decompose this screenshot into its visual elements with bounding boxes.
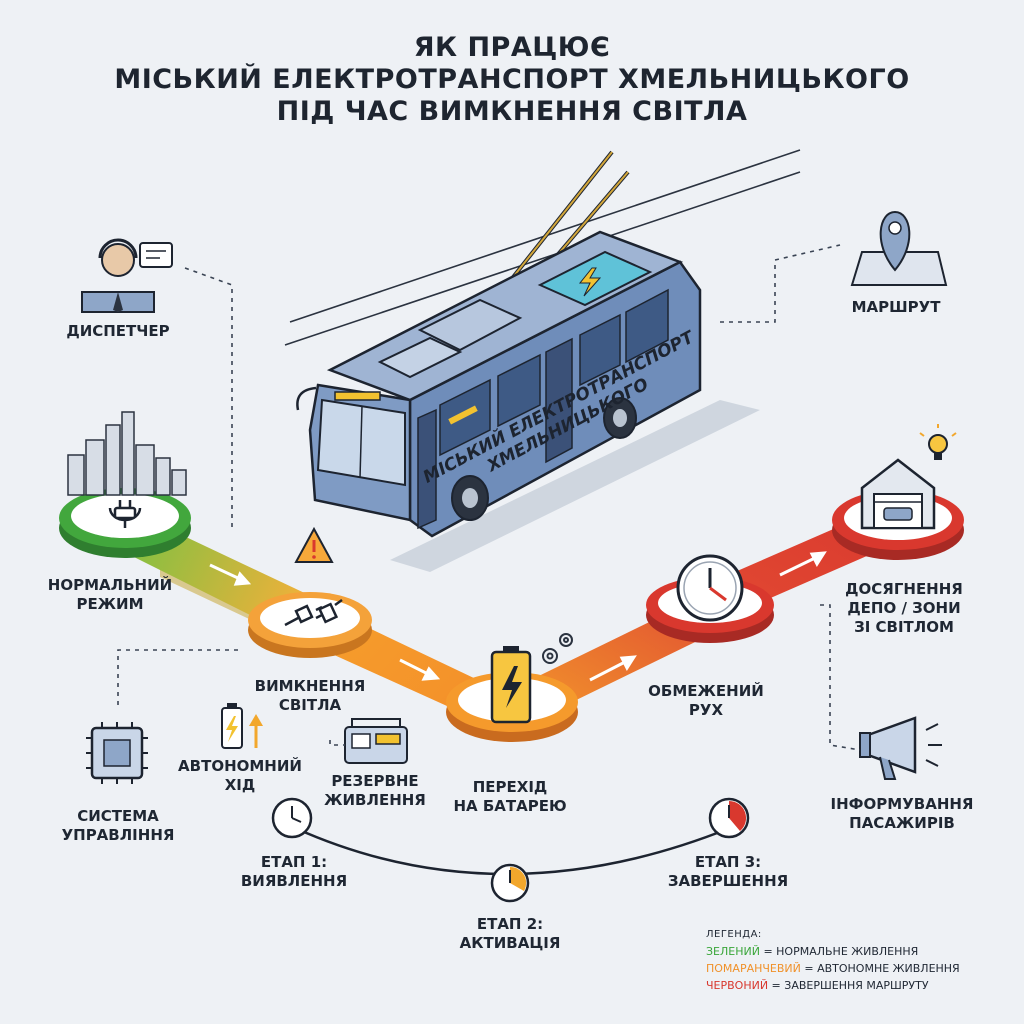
node-normal-mode xyxy=(59,488,191,558)
legend-green-meaning: = НОРМАЛЬНЕ ЖИВЛЕННЯ xyxy=(759,945,919,958)
label-backup-line-1: РЕЗЕРВНЕ xyxy=(331,772,419,790)
label-route: МАРШРУТ xyxy=(851,298,941,316)
label-backup-power: РЕЗЕРВНЕ ЖИВЛЕННЯ xyxy=(324,772,426,810)
garage-icon xyxy=(860,458,936,530)
plug-icon xyxy=(108,500,142,528)
legend-item-orange: ПОМАРАНЧЕВИЙ = АВТОНОМНЕ ЖИВЛЕННЯ xyxy=(706,960,960,977)
label-stage-2-line-1: ЕТАП 2: xyxy=(476,915,544,933)
dispatcher-icon xyxy=(81,238,173,313)
warning-icon xyxy=(294,526,334,563)
label-stage-2-line-2: АКТИВАЦІЯ xyxy=(459,934,561,952)
label-depot-line-1: ДОСЯГНЕННЯ xyxy=(845,580,963,598)
megaphone-icon xyxy=(859,716,942,780)
label-control-line-1: СИСТЕМА xyxy=(77,807,159,825)
label-power-outage: ВИМКНЕННЯ СВІТЛА xyxy=(255,677,366,715)
label-backup-line-2: ЖИВЛЕННЯ xyxy=(324,791,426,809)
label-autonomous: АВТОНОМНИЙ ХІД xyxy=(178,757,302,795)
timeline xyxy=(271,797,750,903)
node-power-outage xyxy=(248,592,372,658)
label-dispatcher: ДИСПЕТЧЕР xyxy=(66,322,170,340)
node-limited-movement xyxy=(646,554,774,643)
label-stage-2: ЕТАП 2: АКТИВАЦІЯ xyxy=(460,915,561,953)
city-skyline-icon xyxy=(67,411,187,496)
title-line-2: МІСЬКИЙ ЕЛЕКТРОТРАНСПОРТ ХМЕЛЬНИЦЬКОГО xyxy=(114,64,910,95)
label-depot-line-3: ЗІ СВІТЛОМ xyxy=(854,618,954,636)
legend-red-word: ЧЕРВОНИЙ xyxy=(706,979,769,992)
clock-icon xyxy=(676,554,744,622)
label-battery-line-2: НА БАТАРЕЮ xyxy=(453,797,567,815)
label-inform-line-2: ПАСАЖИРІВ xyxy=(849,814,955,832)
label-control-system: СИСТЕМА УПРАВЛІННЯ xyxy=(62,807,175,845)
trolleybus-illustration xyxy=(296,150,760,572)
node-depot-reached xyxy=(832,424,964,560)
autonomous-battery-icon xyxy=(221,703,263,749)
legend-red-meaning: = ЗАВЕРШЕННЯ МАРШРУТУ xyxy=(768,979,929,992)
label-stage-3-line-2: ЗАВЕРШЕННЯ xyxy=(667,872,789,890)
label-depot-line-2: ДЕПО / ЗОНИ xyxy=(847,599,961,617)
label-stage-3: ЕТАП 3: ЗАВЕРШЕННЯ xyxy=(668,853,788,891)
label-limited-movement: ОБМЕЖЕНИЙ РУХ xyxy=(648,682,764,720)
stage-3-clock-icon xyxy=(708,797,750,839)
map-pin-icon xyxy=(850,210,948,286)
legend-orange-word: ПОМАРАНЧЕВИЙ xyxy=(706,962,801,975)
label-outage-line-2: СВІТЛА xyxy=(278,696,342,714)
roof-battery-icon xyxy=(537,250,653,307)
label-autonomous-line-1: АВТОНОМНИЙ xyxy=(178,757,302,775)
label-outage-line-1: ВИМКНЕННЯ xyxy=(254,677,366,695)
chip-icon xyxy=(86,722,148,784)
legend-title: ЛЕГЕНДА: xyxy=(706,929,762,940)
label-limited-line-2: РУХ xyxy=(688,701,724,719)
label-battery-line-1: ПЕРЕХІД xyxy=(472,778,548,796)
legend-orange-meaning: = АВТОНОМНЕ ЖИВЛЕННЯ xyxy=(800,962,960,975)
title-line-3: ПІД ЧАС ВИМКНЕННЯ СВІТЛА xyxy=(276,96,748,127)
node-battery-switch xyxy=(446,633,578,742)
label-control-line-2: УПРАВЛІННЯ xyxy=(61,826,175,844)
legend-green-word: ЗЕЛЕНИЙ xyxy=(706,945,760,958)
label-stage-1-line-1: ЕТАП 1: xyxy=(260,853,328,871)
title-line-1: ЯК ПРАЦЮЄ xyxy=(413,32,611,63)
label-inform-line-1: ІНФОРМУВАННЯ xyxy=(830,795,974,813)
battery-icon xyxy=(490,646,532,724)
gear-icon xyxy=(542,633,573,664)
label-normal-line-1: НОРМАЛЬНИЙ xyxy=(47,576,173,594)
label-normal-mode: НОРМАЛЬНИЙ РЕЖИМ xyxy=(48,576,172,614)
unplugged-icon xyxy=(284,598,343,627)
lightbulb-icon xyxy=(919,424,957,460)
path-arrows xyxy=(209,551,827,682)
label-stage-1: ЕТАП 1: ВИЯВЛЕННЯ xyxy=(241,853,347,891)
legend-item-red: ЧЕРВОНИЙ = ЗАВЕРШЕННЯ МАРШРУТУ xyxy=(706,977,960,994)
dashed-connectors xyxy=(117,244,861,751)
label-battery-switch: ПЕРЕХІД НА БАТАРЕЮ xyxy=(453,778,566,816)
page-title: ЯК ПРАЦЮЄ МІСЬКИЙ ЕЛЕКТРОТРАНСПОРТ ХМЕЛЬ… xyxy=(0,32,1024,128)
stage-1-clock-icon xyxy=(271,797,313,839)
generator-icon xyxy=(344,718,408,764)
legend: ЛЕГЕНДА: ЗЕЛЕНИЙ = НОРМАЛЬНЕ ЖИВЛЕННЯ ПО… xyxy=(706,926,960,994)
label-stage-1-line-2: ВИЯВЛЕННЯ xyxy=(240,872,348,890)
label-normal-line-2: РЕЖИМ xyxy=(76,595,144,613)
stage-2-clock-icon xyxy=(490,863,530,903)
label-depot-reached: ДОСЯГНЕННЯ ДЕПО / ЗОНИ ЗІ СВІТЛОМ xyxy=(845,580,963,637)
label-autonomous-line-2: ХІД xyxy=(224,776,256,794)
label-passenger-info: ІНФОРМУВАННЯ ПАСАЖИРІВ xyxy=(831,795,974,833)
label-stage-3-line-1: ЕТАП 3: xyxy=(694,853,762,871)
legend-item-green: ЗЕЛЕНИЙ = НОРМАЛЬНЕ ЖИВЛЕННЯ xyxy=(706,943,960,960)
label-limited-line-1: ОБМЕЖЕНИЙ xyxy=(648,682,764,700)
